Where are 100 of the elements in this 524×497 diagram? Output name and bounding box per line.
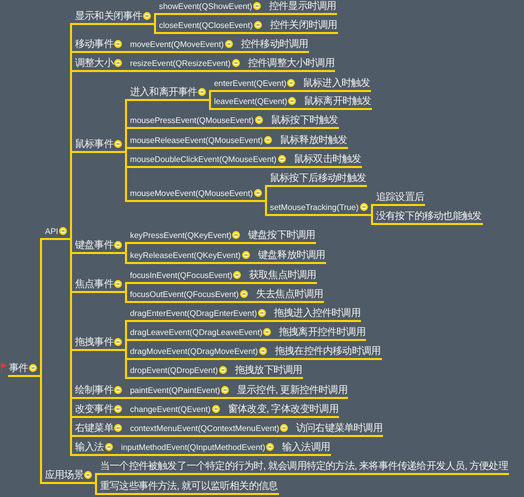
topic-text: focusInEvent(QFocusEvent): [130, 271, 232, 280]
topic-text: 显示控件, 更新控件时调用: [237, 385, 348, 396]
topic: [278, 326, 366, 341]
branch-line: [38, 238, 44, 377]
topic: [129, 249, 251, 264]
topic-text: setMouseTracking(True): [270, 203, 359, 212]
topic: [274, 345, 382, 360]
topic: [255, 288, 324, 303]
topic-text: 绘制事件: [75, 385, 114, 396]
topic-text: enterEvent(QEvent): [214, 79, 286, 88]
branch-line: [369, 204, 375, 216]
branch-line: [273, 147, 279, 149]
topic-text: leaveEvent(QEvent): [214, 97, 288, 106]
topic: [129, 364, 228, 379]
branch-line: [123, 151, 129, 202]
topic-text: 重写这些事件方法, 就可以监听相关的信息: [100, 481, 278, 492]
topic: [129, 86, 208, 101]
topic-text: 右键菜单: [75, 423, 114, 434]
branch-line: [123, 416, 129, 418]
topic: [234, 364, 304, 379]
topic-text: 鼠标释放时触发: [280, 135, 348, 146]
topic: [158, 0, 262, 15]
branch-line: [123, 349, 129, 379]
topic: [257, 249, 326, 264]
topic: [129, 345, 268, 360]
topic: [248, 269, 318, 284]
topic: [74, 384, 124, 399]
branch-line: [123, 70, 129, 72]
topic: [74, 336, 124, 351]
topic: [44, 225, 68, 240]
topic: [375, 191, 426, 206]
topic: [279, 134, 348, 149]
topic: [213, 95, 298, 110]
branch-line: [230, 397, 236, 399]
topic: [129, 38, 234, 53]
topic-text: 鼠标进入时触发: [303, 78, 370, 89]
topic: [281, 441, 332, 456]
branch-line: [369, 214, 375, 225]
branch-line: [221, 416, 227, 418]
branch-line: [275, 454, 281, 456]
topic: [129, 153, 287, 168]
topic-text: keyPressEvent(QKeyEvent): [130, 231, 232, 240]
topic-text: 控件调整大小时调用: [248, 58, 334, 69]
branch-line: [123, 242, 129, 254]
branch-line: [263, 200, 269, 216]
branch-line: [123, 291, 129, 303]
branch-line: [123, 397, 129, 399]
topic: [240, 38, 310, 53]
topic: [74, 403, 124, 418]
topic-text: 鼠标按下时触发: [271, 115, 338, 126]
branch-line: [38, 375, 44, 484]
topic: [375, 210, 483, 225]
topic: [74, 10, 152, 25]
branch-line: [123, 339, 129, 351]
topic: [74, 422, 124, 437]
branch-line: [251, 262, 257, 264]
topic-text: 鼠标离开时触发: [304, 96, 372, 107]
branch-line: [263, 32, 269, 34]
topic: [129, 187, 263, 202]
topic: [129, 403, 221, 418]
topic: [129, 269, 242, 284]
topic-text: dropEvent(QDropEvent): [130, 366, 218, 375]
topic: [227, 403, 340, 418]
branch-line: [267, 320, 273, 322]
topic: [129, 422, 290, 437]
topic-text: 鼠标按下后移动时触发: [270, 173, 366, 184]
topic-text: 改变事件: [75, 404, 114, 415]
branch-line: [241, 242, 247, 244]
topic-text: mouseMoveEvent(QMouseEvent): [130, 189, 253, 198]
topic: [273, 307, 362, 322]
topic: [44, 469, 94, 484]
topic-text: 键盘释放时调用: [258, 250, 326, 261]
topic-text: resizeEvent(QResizeEvent): [130, 59, 231, 68]
topic: [129, 134, 273, 149]
topic-text: API: [45, 227, 58, 236]
topic-text: 访问右键菜单时调用: [296, 423, 382, 434]
topic-text: 事件: [9, 363, 28, 374]
branch-line: [123, 147, 129, 153]
topic: [74, 38, 124, 53]
topic: [213, 77, 296, 92]
topic-text: 追踪设置后: [376, 192, 424, 203]
topic: [129, 229, 242, 244]
branch-line: [268, 358, 274, 360]
topic-text: 输入法: [75, 442, 104, 453]
topic: [74, 239, 124, 254]
topic: [295, 422, 384, 437]
branch-line: [93, 482, 99, 495]
topic-text: changeEvent(QEvent): [130, 405, 211, 414]
topic: [269, 201, 369, 216]
topic: [129, 57, 241, 72]
branch-line: [123, 51, 129, 53]
branch-line: [207, 99, 213, 110]
root-topic: [8, 362, 38, 377]
topic: [129, 288, 249, 303]
topic-text: 拖拽离开控件时调用: [279, 327, 366, 338]
topic-text: 当一个控件被触发了一个特定的行为时, 就会调用特定的方法, 来将事件传递给开发人员, 方便处理: [100, 461, 508, 472]
branch-line: [264, 127, 270, 129]
branch-line: [272, 339, 278, 341]
branch-line: [249, 301, 255, 303]
topic-text: 控件移动时调用: [241, 39, 308, 50]
